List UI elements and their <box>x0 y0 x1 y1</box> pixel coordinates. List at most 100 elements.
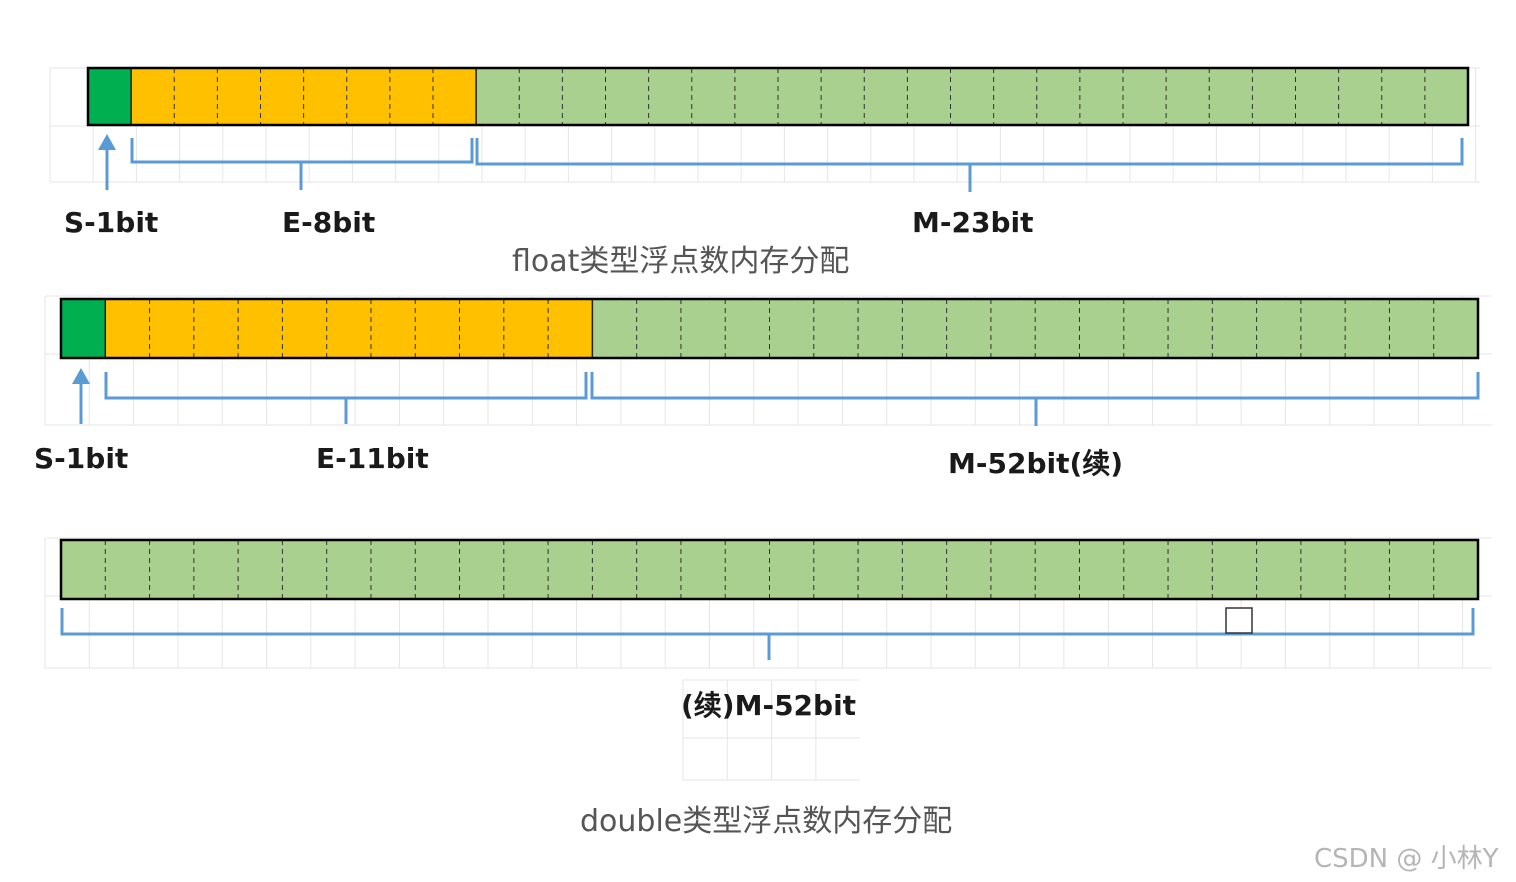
mantissa-bit-cell <box>680 299 726 358</box>
mantissa-bit-cell <box>1433 540 1479 599</box>
exponent-bit-cell <box>415 299 461 358</box>
mantissa-bit-cell <box>946 540 992 599</box>
mantissa-bit-cell <box>648 68 693 125</box>
bar-border <box>59 538 1480 601</box>
exponent-bit-cell <box>459 299 505 358</box>
mantissa-bit-cell <box>238 540 283 599</box>
mantissa-bit-cell <box>459 540 505 599</box>
float-sign-arrowhead <box>98 134 116 150</box>
mantissa-bit-cell <box>1035 299 1080 358</box>
float-exponent-label: E-8bit <box>282 206 376 239</box>
mantissa-bit-cell <box>1209 68 1253 125</box>
mantissa-bit-cell <box>282 540 328 599</box>
mantissa-bit-cell <box>370 540 416 599</box>
exponent-bit-cell <box>149 299 195 358</box>
double-mantissa-bracket <box>590 372 1480 426</box>
mantissa-bit-cell <box>1345 540 1390 599</box>
mantissa-bit-cell <box>1079 540 1125 599</box>
float-annotations <box>98 134 1464 192</box>
bar-border <box>86 66 1470 127</box>
mantissa-bit-cell <box>605 68 650 125</box>
exponent-bit-cell <box>260 68 305 125</box>
float-caption: float类型浮点数内存分配 <box>512 244 850 279</box>
sign-bit-cell <box>88 68 132 125</box>
continued-mantissa-label: (续)M-52bit <box>681 689 857 722</box>
exponent-bit-cell <box>326 299 372 358</box>
mantissa-bit-cell <box>950 68 995 125</box>
mantissa-bit-cell <box>1256 299 1302 358</box>
mantissa-bit-cell <box>1123 299 1169 358</box>
mantissa-bit-cell <box>1389 540 1435 599</box>
mantissa-bit-cell <box>503 540 549 599</box>
mantissa-bit-cell <box>990 299 1036 358</box>
float-exponent-bracket <box>130 138 474 190</box>
exponent-bit-cell <box>346 68 391 125</box>
mantissa-bit-cell <box>149 540 195 599</box>
mantissa-bit-cell <box>993 68 1038 125</box>
mantissa-bit-cell <box>636 299 682 358</box>
mantissa-bit-cell <box>1433 299 1479 358</box>
double-exponent-label: E-11bit <box>316 442 429 475</box>
mantissa-bit-cell <box>946 299 992 358</box>
mantissa-bit-cell <box>1079 68 1124 125</box>
mantissa-bit-cell <box>725 540 770 599</box>
double-mantissa-label: M-52bit(续) <box>948 447 1124 480</box>
float-bit-bar <box>86 66 1470 127</box>
float-mantissa-bracket <box>475 138 1464 192</box>
mantissa-bit-cell <box>858 540 903 599</box>
mantissa-bit-cell <box>821 68 865 125</box>
mantissa-bit-cell <box>592 299 638 358</box>
exponent-bit-cell <box>217 68 261 125</box>
continued-mantissa-bracket <box>60 608 1475 660</box>
double-continued-annotations <box>60 607 1475 660</box>
mantissa-bit-cell <box>519 68 563 125</box>
background-grid <box>44 67 1492 781</box>
mantissa-bit-cell <box>476 68 520 125</box>
mantissa-bit-cell <box>105 540 151 599</box>
exponent-bit-cell <box>174 68 218 125</box>
exponent-bit-cell <box>238 299 283 358</box>
mantissa-bit-cell <box>778 68 822 125</box>
double-continued-bit-bar <box>59 538 1480 601</box>
exponent-bit-cell <box>389 68 434 125</box>
csdn-watermark: CSDN @ 小林Y <box>1314 844 1499 874</box>
mantissa-bit-cell <box>562 68 606 125</box>
mantissa-bit-cell <box>193 540 239 599</box>
exponent-bit-cell <box>193 299 239 358</box>
mantissa-bit-cell <box>1256 540 1302 599</box>
double-annotations <box>72 368 1480 426</box>
float-sign-label: S-1bit <box>64 206 159 239</box>
mantissa-bit-cell <box>1166 68 1210 125</box>
mantissa-bit-cell <box>1252 68 1296 125</box>
mantissa-bit-cell <box>1345 299 1390 358</box>
mantissa-bit-cell <box>864 68 908 125</box>
small-square-marker <box>1225 607 1253 634</box>
mantissa-bit-cell <box>1389 299 1435 358</box>
mantissa-bit-cell <box>548 540 593 599</box>
double-exponent-bracket <box>104 372 588 424</box>
mantissa-bit-cell <box>1300 299 1346 358</box>
mantissa-bit-cell <box>769 540 815 599</box>
mantissa-bit-cell <box>1295 68 1340 125</box>
mantissa-bit-cell <box>813 540 859 599</box>
exponent-bit-cell <box>282 299 328 358</box>
mantissa-bit-cell <box>1036 68 1081 125</box>
mantissa-bit-cell <box>592 540 638 599</box>
double-bit-bar <box>59 297 1480 360</box>
exponent-bit-cell <box>303 68 348 125</box>
exponent-bit-cell <box>433 68 477 125</box>
bar-border <box>59 297 1480 360</box>
mantissa-bit-cell <box>734 68 779 125</box>
float-mantissa-label: M-23bit <box>912 206 1034 239</box>
mantissa-bit-cell <box>691 68 736 125</box>
double-caption: double类型浮点数内存分配 <box>580 804 953 839</box>
exponent-bit-cell <box>548 299 593 358</box>
double-sign-arrowhead <box>72 368 90 384</box>
mantissa-bit-cell <box>1212 299 1258 358</box>
mantissa-bit-cell <box>1035 540 1080 599</box>
exponent-bit-cell <box>503 299 549 358</box>
mantissa-bit-cell <box>61 540 106 599</box>
mantissa-bit-cell <box>680 540 726 599</box>
mantissa-bit-cell <box>1168 540 1213 599</box>
